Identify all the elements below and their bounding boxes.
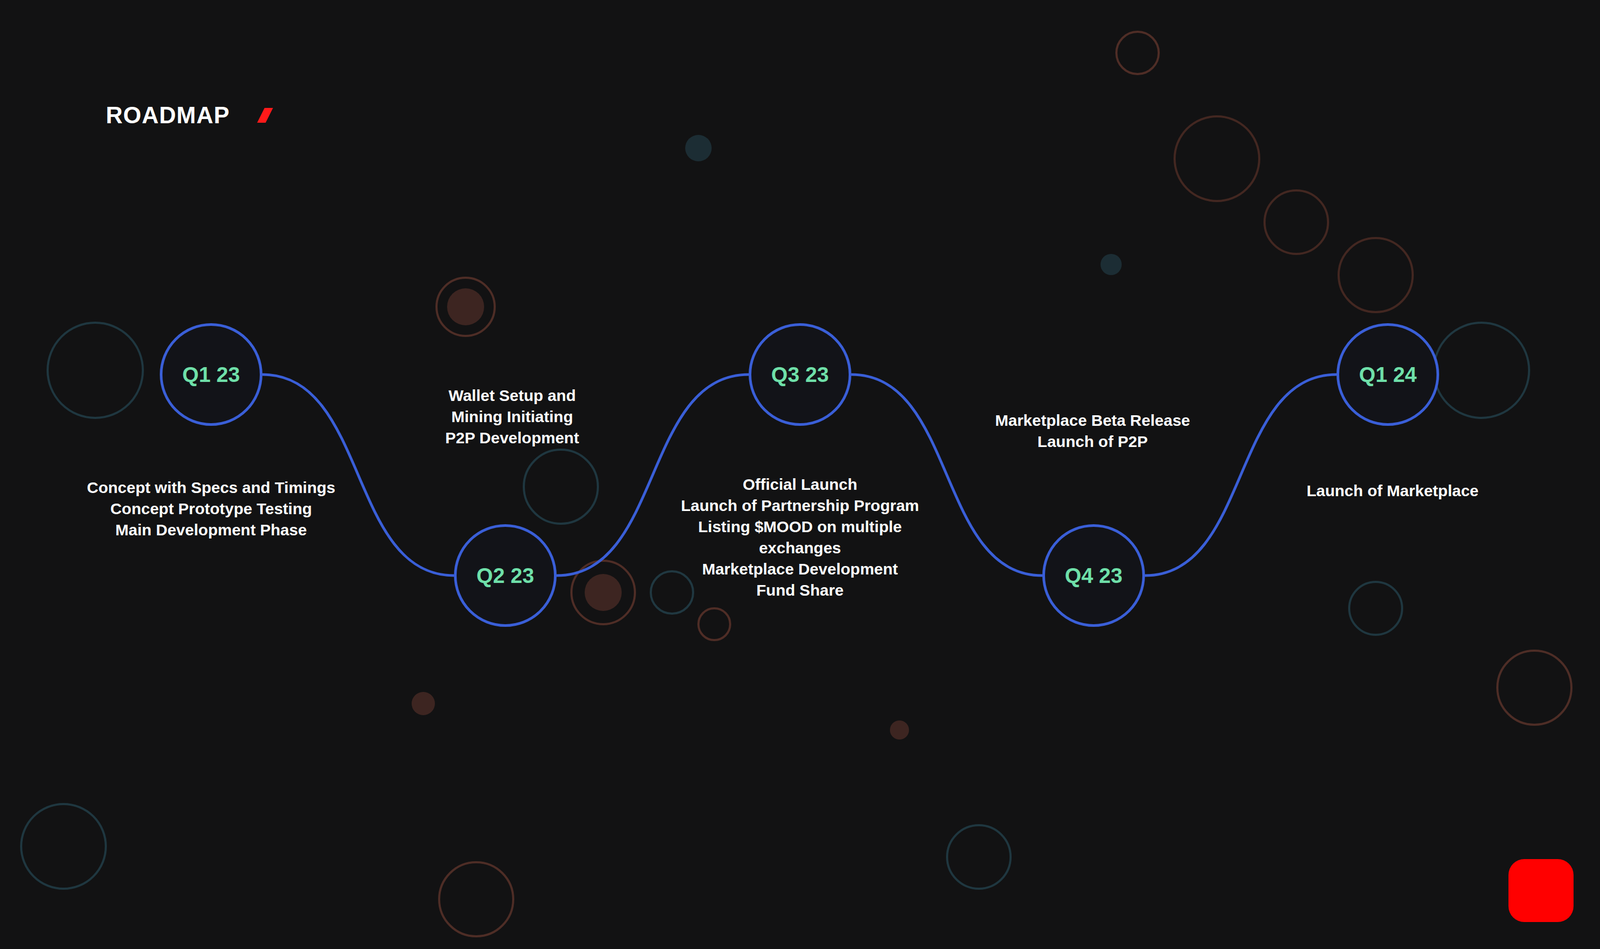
timeline-wave: [1144, 374, 1337, 576]
milestone-item: Fund Share: [756, 579, 844, 602]
milestone-item: Marketplace Development: [702, 558, 898, 580]
milestone-item: Concept with Specs and Timings: [86, 477, 336, 499]
timeline-wave: [851, 374, 1043, 576]
title-slash: [257, 107, 274, 123]
milestone-circle: Q1 24: [1336, 323, 1440, 426]
quarter-label: Q1 23: [182, 362, 241, 387]
milestone-item: Launch of P2P: [1037, 431, 1148, 453]
milestone-item: Launch of Partnership Program: [680, 495, 920, 517]
quarter-label: Q4 23: [1065, 564, 1123, 588]
timeline-wave: [262, 374, 454, 576]
quarter-label: Q1 24: [1359, 362, 1417, 387]
diagram-title: ROADMAP: [105, 100, 230, 131]
milestone-item: Official Launch: [742, 474, 858, 496]
milestone-notes: Wallet Setup and Mining InitiatingP2P De…: [424, 385, 600, 449]
milestone-item: Main Development Phase: [115, 519, 307, 541]
milestone-item: Listing $MOOD on multiple exchanges: [694, 516, 906, 559]
milestone-circle: Q4 23: [1042, 524, 1145, 627]
corner-badge: [1508, 859, 1574, 923]
milestone-notes: Concept with Specs and TimingsConcept Pr…: [86, 477, 336, 541]
milestone-circle: Q2 23: [453, 524, 557, 627]
timeline-wave: [556, 374, 749, 576]
milestone-item: Wallet Setup and Mining Initiating: [424, 385, 600, 428]
quarter-label: Q3 23: [771, 362, 830, 387]
milestone-circle: Q3 23: [748, 323, 852, 426]
milestone-notes: Launch of Marketplace: [1306, 480, 1479, 502]
milestone-item: Concept Prototype Testing: [110, 498, 312, 520]
milestone-circle: Q1 23: [159, 323, 263, 426]
milestone-item: Marketplace Beta Release: [995, 410, 1191, 432]
milestone-notes: Marketplace Beta ReleaseLaunch of P2P: [995, 410, 1191, 453]
milestone-notes: Official LaunchLaunch of Partnership Pro…: [680, 474, 920, 602]
milestone-item: Launch of Marketplace: [1306, 480, 1479, 502]
milestone-item: P2P Development: [445, 427, 580, 449]
quarter-label: Q2 23: [476, 564, 535, 588]
